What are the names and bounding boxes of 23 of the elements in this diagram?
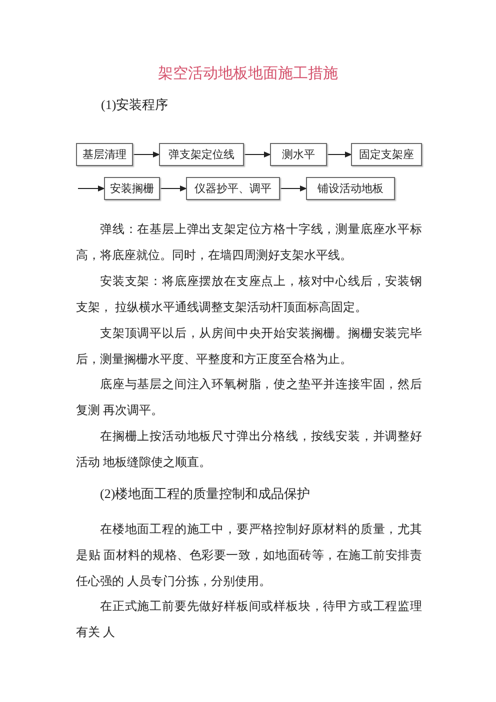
process-box: 测水平 (270, 143, 327, 166)
paragraph: 支架顶调平以后，从房间中央开始安装搁栅。搁栅安装完毕后，测量搁栅水平度、平整度和方正度至合格为止。 (76, 325, 422, 368)
arrow (160, 186, 187, 192)
process-box: 固定支架座 (351, 143, 422, 166)
paragraph: 在正式施工前要先做好样板间或样板块，待甲方或工程监理有关 人 (76, 598, 422, 641)
paragraph: 在搁栅上按活动地板尺寸弹出分格线，按线安装，并调整好活动 地板缝隙使之顺直。 (76, 428, 422, 471)
arrow (326, 152, 352, 158)
paragraph: 在楼地面工程的施工中，要严格控制好原材料的质量，尤其是贴 面材料的规格、色彩要一致，如地面砖等，在施工前安排责任心强的 人员专门分拣，分别使用。 (76, 521, 422, 590)
paragraph: 安装支架：将底座摆放在支座点上，核对中心线后，安装钢支架， 拉纵横水平通线调整支架活动杆顶面标高固定。 (76, 273, 422, 316)
process-box: 仪器抄平、调平 (186, 177, 280, 200)
process-box: 基层清理 (76, 143, 133, 166)
arrow (78, 186, 105, 192)
section-heading: (1)安装程序 (101, 96, 168, 114)
section-heading: (2)楼地面工程的质量控制和成品保护 (100, 485, 310, 503)
arrow (244, 152, 271, 158)
paragraph: 弹线：在基层上弹出支架定位方格十字线，测量底座水平标高，将底座就位。同时，在墙四周测好支架水平线。 (76, 221, 422, 264)
arrow (132, 152, 160, 158)
process-box: 铺设活动地板 (306, 177, 395, 200)
paragraph: 底座与基层之间注入环氧树脂，使之垫平并连接牢固，然后复测 再次调平。 (76, 376, 422, 419)
page-title: 架空活动地板地面施工措施 (157, 64, 339, 83)
process-box: 安装搁栅 (104, 177, 160, 200)
arrow (280, 186, 307, 192)
process-box: 弹支架定位线 (159, 143, 244, 166)
